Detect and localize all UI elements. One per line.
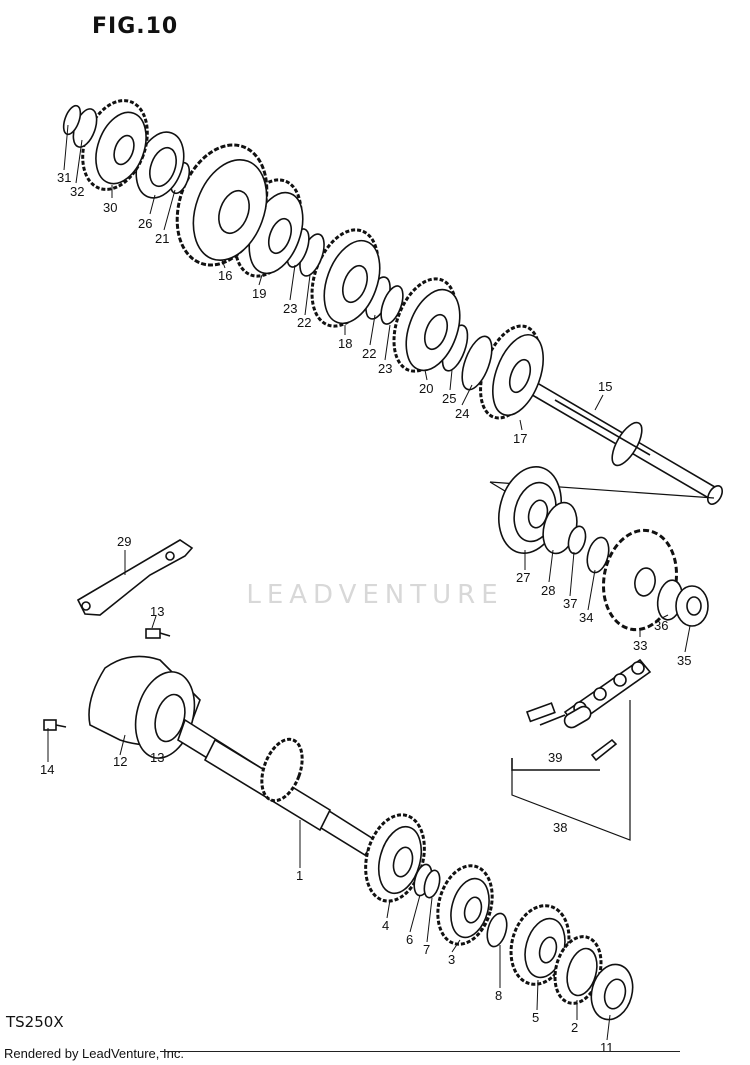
callout-23a: 23 <box>283 301 297 316</box>
callout-20: 20 <box>419 381 433 396</box>
callout-31: 31 <box>57 170 71 185</box>
gear-4 <box>364 813 426 903</box>
callout-19: 19 <box>252 286 266 301</box>
screw-14 <box>43 719 67 731</box>
washer-24 <box>461 335 493 391</box>
bearing-11-lower <box>590 963 634 1021</box>
render-credit: Rendered by LeadVenture, Inc. <box>4 1046 184 1061</box>
watermark: LEADVENTURE <box>246 580 504 610</box>
figure-title: FIG.10 <box>92 14 179 39</box>
callout-14: 14 <box>40 762 54 777</box>
drive-sprocket-assembly <box>489 465 715 632</box>
circlip-7 <box>423 869 441 899</box>
callout-3: 3 <box>448 952 455 967</box>
callout-24: 24 <box>455 406 469 421</box>
callout-29: 29 <box>117 534 131 549</box>
callout-25: 25 <box>442 391 456 406</box>
callout-6: 6 <box>406 932 413 947</box>
callout-11: 11 <box>600 1040 614 1055</box>
callout-35: 35 <box>677 653 691 668</box>
gear-5 <box>509 904 571 986</box>
callout-17: 17 <box>513 431 527 446</box>
callout-38: 38 <box>553 820 567 835</box>
callout-13a: 13 <box>150 604 164 619</box>
callout-39: 39 <box>548 750 562 765</box>
drive-chain-38 <box>511 658 652 841</box>
callout-36: 36 <box>654 618 668 633</box>
callout-18: 18 <box>338 336 352 351</box>
upper-shaft-assembly <box>62 99 724 505</box>
callout-4: 4 <box>382 918 389 933</box>
gear-18 <box>310 228 381 328</box>
gear-30 <box>81 99 149 191</box>
callout-21: 21 <box>155 231 169 246</box>
plate-29 <box>76 539 194 616</box>
shaft-gear <box>260 737 304 803</box>
callout-27: 27 <box>516 570 530 585</box>
washer-8 <box>486 912 508 948</box>
gear-20 <box>392 277 461 373</box>
callout-26: 26 <box>138 216 152 231</box>
gear-16 <box>175 143 269 267</box>
bearing-26 <box>135 131 185 199</box>
model-code: TS250X <box>6 1013 64 1031</box>
callout-33: 33 <box>633 638 647 653</box>
lower-shaft-assembly <box>43 628 634 1021</box>
bearing-27 <box>498 465 562 555</box>
callout-5: 5 <box>532 1010 539 1025</box>
leader-lines <box>47 124 691 1041</box>
chain-joint-39 <box>525 702 618 762</box>
callout-labels: 31 32 30 26 21 16 19 23 22 18 22 23 20 2… <box>40 170 691 1055</box>
callout-28: 28 <box>541 583 555 598</box>
callout-2: 2 <box>571 1020 578 1035</box>
callout-32: 32 <box>70 184 84 199</box>
circlip-23b <box>380 285 404 325</box>
callout-13b: 13 <box>150 750 164 765</box>
screw-13 <box>145 628 171 639</box>
callout-8: 8 <box>495 988 502 1003</box>
callout-30: 30 <box>103 200 117 215</box>
callout-22a: 22 <box>297 315 311 330</box>
callout-37: 37 <box>563 596 577 611</box>
callout-1: 1 <box>296 868 303 883</box>
callout-7: 7 <box>423 942 430 957</box>
callout-16: 16 <box>218 268 232 283</box>
nut-35 <box>675 585 709 627</box>
callout-23b: 23 <box>378 361 392 376</box>
callout-15: 15 <box>598 379 612 394</box>
callout-34: 34 <box>579 610 593 625</box>
washer-34 <box>586 536 610 574</box>
callout-12: 12 <box>113 754 127 769</box>
footer-rule <box>160 1051 680 1052</box>
gear-3 <box>436 864 494 946</box>
callout-22b: 22 <box>362 346 376 361</box>
gear-17 <box>479 324 544 420</box>
